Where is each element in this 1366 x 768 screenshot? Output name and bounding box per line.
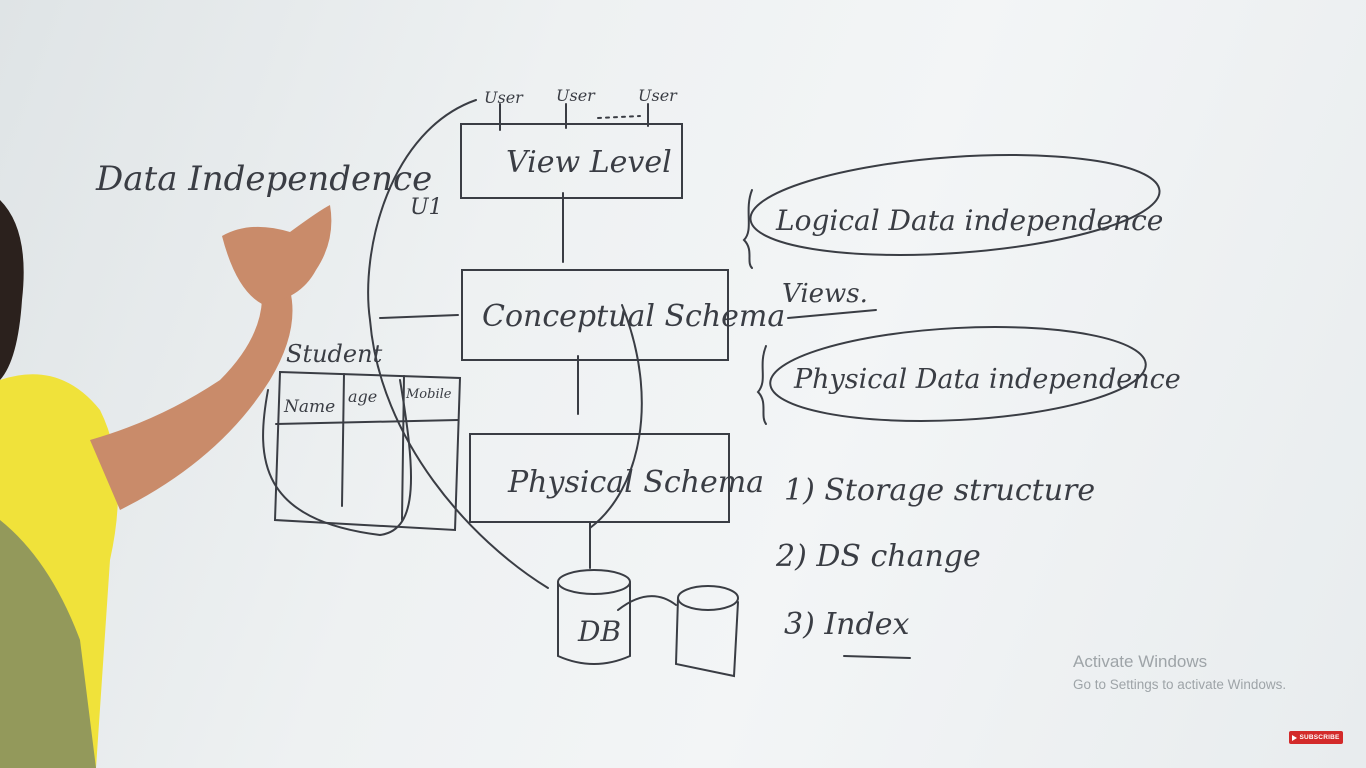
table-circle <box>262 379 413 537</box>
backup-cylinder-top <box>677 585 739 611</box>
user-label: User <box>484 88 524 107</box>
subscribe-label: SUBSCRIBE <box>1299 734 1340 741</box>
activate-windows-title: Activate Windows <box>1073 652 1208 671</box>
conceptual-schema-label: Conceptual Schema <box>482 299 785 334</box>
student-table-outline <box>273 370 462 532</box>
physical-schema-label: Physical Schema <box>507 465 764 500</box>
physical-oval <box>769 326 1147 422</box>
board-title: Data Independence <box>95 159 432 199</box>
presenter <box>0 200 332 768</box>
logical-independence: Logical Data independence <box>775 204 1163 237</box>
activate-windows-subtitle: Go to Settings to activate Windows. <box>1073 677 1287 692</box>
db-cylinder-top <box>557 569 631 595</box>
copy-arrow <box>617 595 677 611</box>
view-level-box <box>460 123 683 199</box>
backup-cylinder <box>674 597 739 678</box>
access-curve <box>367 99 549 589</box>
physical-independence: Physical Data independence <box>793 364 1181 395</box>
change-item: 2) DS change <box>775 539 981 574</box>
views-underline <box>787 309 877 319</box>
table-column-line <box>341 373 345 507</box>
user-dots <box>597 115 641 119</box>
change-item: 3) Index <box>784 607 909 642</box>
brace <box>756 345 767 425</box>
user-mark: U1 <box>410 195 443 220</box>
play-icon <box>1292 734 1298 741</box>
table-header-line <box>275 419 459 425</box>
table-column: Name <box>283 397 335 417</box>
access-curve-2 <box>589 304 643 529</box>
user-label: User <box>556 86 596 105</box>
table-name: Student <box>286 340 383 368</box>
user-label: User <box>638 86 678 105</box>
views-note: Views. <box>782 279 868 309</box>
table-column: Mobile <box>405 387 452 402</box>
view-level-label: View Level <box>506 145 672 180</box>
conceptual-schema-box <box>461 269 729 361</box>
brace <box>742 189 753 269</box>
table-column: age <box>348 387 377 406</box>
physical-schema-box <box>469 433 730 523</box>
arrow-to-conceptual <box>379 314 459 319</box>
subscribe-button[interactable]: SUBSCRIBE <box>1289 731 1343 744</box>
db-cylinder <box>557 581 631 665</box>
db-label: DB <box>577 615 621 648</box>
logical-oval <box>749 154 1161 256</box>
change-item: 1) Storage structure <box>784 473 1095 508</box>
index-underline <box>843 655 911 659</box>
